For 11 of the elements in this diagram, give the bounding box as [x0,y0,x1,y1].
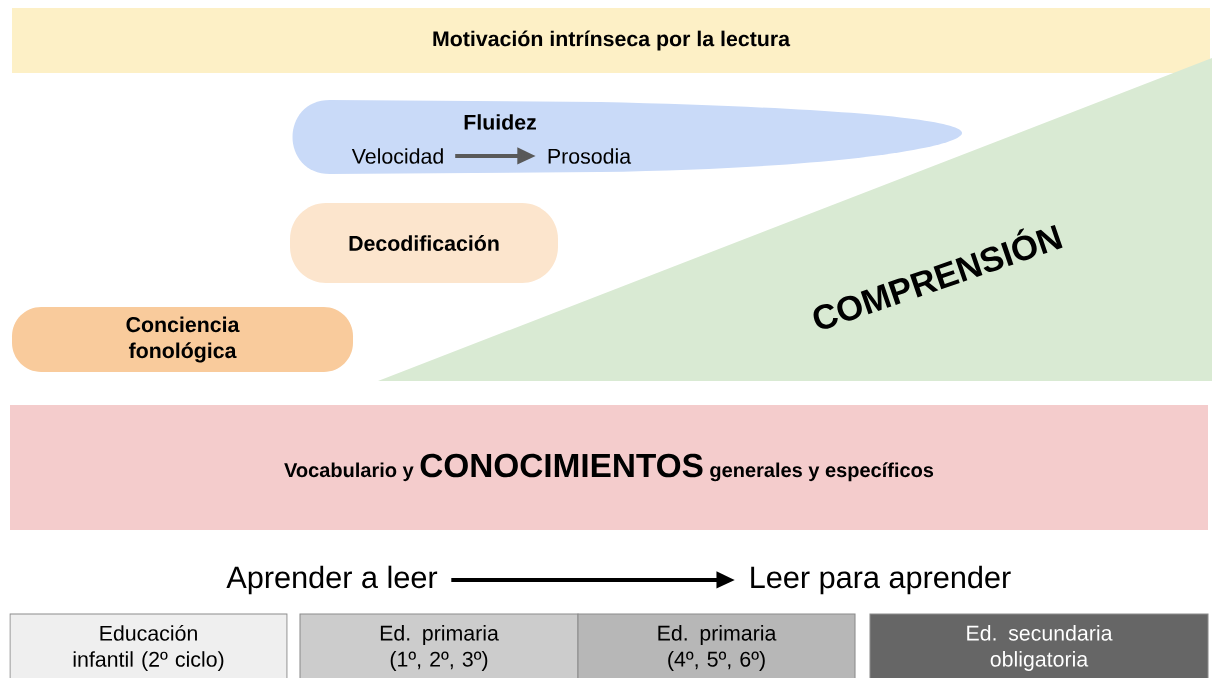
rounded-box: Decodificación [290,203,558,283]
title-band: Motivación intrínseca por la lectura [12,8,1210,73]
phase-label: Aprender a leer [226,565,438,595]
rounded-box: Conciencia fonológica [12,307,353,372]
stage-cell: Ed. primaria (1º, 2º, 3º) [299,613,579,678]
knowledge-band: Vocabulario y CONOCIMIENTOS generales y específicos [10,405,1208,530]
stage-cell: Educación infantil (2º ciclo) [9,613,288,678]
stage-cell: Ed. primaria (4º, 5º, 6º) [577,613,856,678]
stage-label: Prosodia [548,148,632,164]
stage-cell: Ed. secundaria obligatoria [869,613,1209,678]
phase-label: Leer para aprender [751,565,1011,595]
